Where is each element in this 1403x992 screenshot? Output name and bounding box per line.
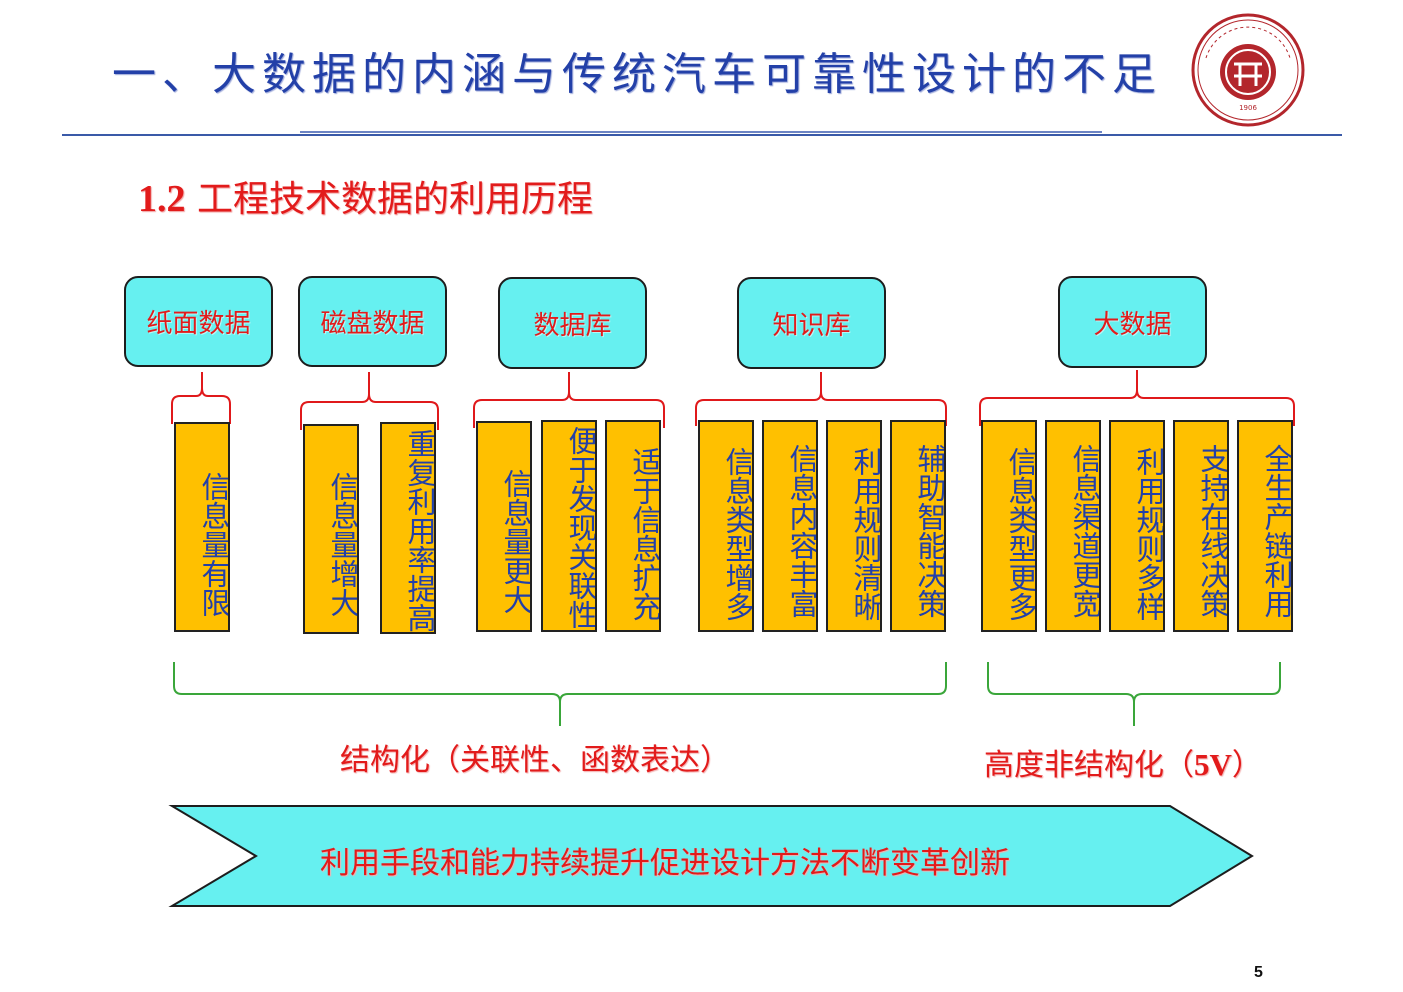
- category-disk-data: 磁盘数据: [298, 276, 447, 367]
- svg-text:1906: 1906: [1239, 104, 1257, 112]
- item-kb-0: 信息类型增多: [698, 420, 754, 632]
- slide-title: 一、大数据的内涵与传统汽车可靠性设计的不足: [112, 49, 1162, 100]
- page-number: 5: [1254, 964, 1263, 981]
- bracket-structured: [173, 662, 947, 726]
- title-underline-inner: [300, 131, 1102, 133]
- bracket-unstructured: [987, 662, 1281, 726]
- item-db-0: 信息量更大: [476, 421, 532, 632]
- item-db-2: 适于信息扩充: [605, 420, 661, 632]
- bracket-bigdata: [979, 370, 1295, 426]
- bracket-paper: [171, 372, 231, 424]
- item-kb-1: 信息内容丰富: [762, 420, 818, 632]
- university-logo: 1906: [1190, 12, 1306, 128]
- item-disk-1: 重复利用率提高: [380, 422, 436, 634]
- item-disk-0: 信息量增大: [303, 424, 359, 634]
- category-knowledge-base: 知识库: [737, 277, 886, 369]
- unstructured-label: 高度非结构化（5V）: [984, 747, 1262, 783]
- item-bd-3: 支持在线决策: [1173, 420, 1229, 632]
- bracket-kb: [695, 372, 947, 426]
- university-seal-icon: 1906: [1191, 13, 1305, 127]
- structured-label: 结构化（关联性、函数表达）: [340, 743, 730, 778]
- arrow-caption: 利用手段和能力持续提升促进设计方法不断变革创新: [320, 846, 1010, 881]
- category-big-data: 大数据: [1058, 276, 1207, 368]
- red-brackets: [171, 370, 1295, 430]
- category-paper-data: 纸面数据: [124, 276, 273, 367]
- item-bd-4: 全生产链利用: [1237, 420, 1293, 632]
- progress-arrow: [168, 805, 1254, 907]
- section-title: 工程技术数据的利用历程: [196, 179, 593, 220]
- bracket-db: [473, 372, 665, 428]
- category-database: 数据库: [498, 277, 647, 369]
- green-brackets: [173, 662, 1281, 726]
- section-number: 1.2: [138, 178, 186, 220]
- item-kb-3: 辅助智能决策: [890, 420, 946, 632]
- item-bd-1: 信息渠道更宽: [1045, 420, 1101, 632]
- bracket-disk: [300, 372, 439, 430]
- title-underline: [62, 134, 1342, 136]
- section-subtitle: 1.2 工程技术数据的利用历程: [138, 170, 593, 222]
- item-db-1: 便于发现关联性: [541, 420, 597, 632]
- item-paper-0: 信息量有限: [174, 422, 230, 632]
- item-kb-2: 利用规则清晰: [826, 420, 882, 632]
- item-bd-2: 利用规则多样: [1109, 420, 1165, 632]
- item-bd-0: 信息类型更多: [981, 420, 1037, 632]
